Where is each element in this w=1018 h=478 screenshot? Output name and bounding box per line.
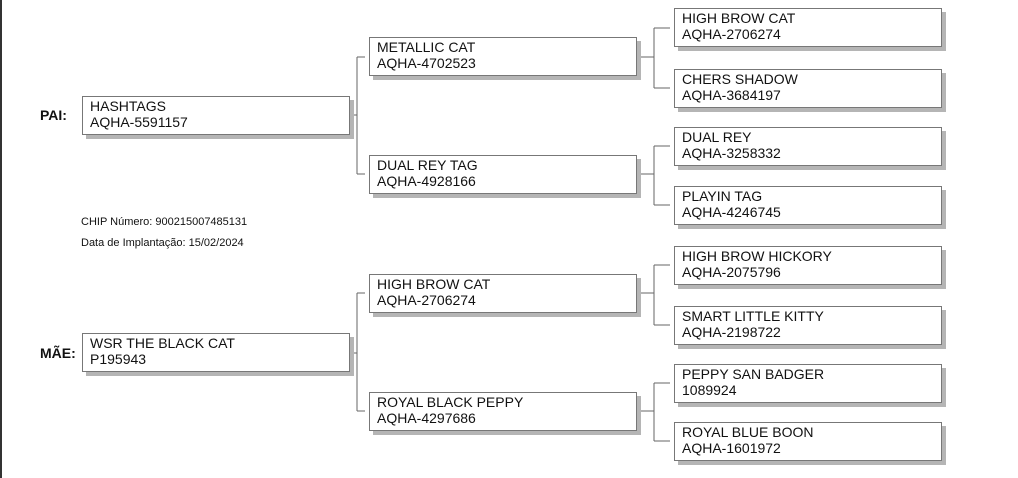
sire-sire-dam-box: CHERS SHADOW AQHA-3684197	[674, 69, 942, 108]
dam-sire-reg: AQHA-2706274	[377, 292, 476, 308]
dam-dam-reg: AQHA-4297686	[377, 410, 476, 426]
sire-sire-dam-reg: AQHA-3684197	[682, 87, 781, 103]
header-fragment: ...	[38, 0, 46, 2]
sire-name: HASHTAGS	[90, 98, 166, 114]
sire-label: PAI:	[40, 107, 67, 123]
dam-dam-sire-reg: 1089924	[682, 382, 737, 398]
sire-sire-sire-reg: AQHA-2706274	[682, 26, 781, 42]
sire-dam-sire-reg: AQHA-3258332	[682, 145, 781, 161]
dam-sire-name: HIGH BROW CAT	[377, 276, 491, 292]
chip-number: CHIP Número: 900215007485131	[81, 216, 248, 228]
dam-sire-sire-reg: AQHA-2075796	[682, 264, 781, 280]
sire-dam-dam-box: PLAYIN TAG AQHA-4246745	[674, 186, 942, 225]
dam-sire-dam-name: SMART LITTLE KITTY	[682, 308, 824, 324]
dam-dam-dam-name: ROYAL BLUE BOON	[682, 424, 814, 440]
dam-dam-name: ROYAL BLACK PEPPY	[377, 394, 524, 410]
dam-dam-sire-box: PEPPY SAN BADGER 1089924	[674, 364, 942, 403]
dam-dam-dam-reg: AQHA-1601972	[682, 440, 781, 456]
dam-name: WSR THE BLACK CAT	[90, 335, 235, 351]
dam-sire-dam-reg: AQHA-2198722	[682, 324, 781, 340]
sire-dam-sire-name: DUAL REY	[682, 129, 752, 145]
sire-sire-sire-box: HIGH BROW CAT AQHA-2706274	[674, 8, 942, 47]
dam-dam-sire-name: PEPPY SAN BADGER	[682, 366, 825, 382]
sire-sire-reg: AQHA-4702523	[377, 55, 476, 71]
sire-sire-name: METALLIC CAT	[377, 39, 476, 55]
dam-dam-dam-box: ROYAL BLUE BOON AQHA-1601972	[674, 422, 942, 461]
dam-label: MÃE:	[40, 345, 76, 361]
dam-dam-box: ROYAL BLACK PEPPY AQHA-4297686	[369, 392, 637, 431]
sire-sire-sire-name: HIGH BROW CAT	[682, 10, 796, 26]
dam-sire-sire-name: HIGH BROW HICKORY	[682, 248, 832, 264]
chip-implant-date: Data de Implantação: 15/02/2024	[81, 237, 244, 249]
sire-dam-name: DUAL REY TAG	[377, 157, 478, 173]
sire-box: HASHTAGS AQHA-5591157	[82, 96, 350, 135]
dam-sire-box: HIGH BROW CAT AQHA-2706274	[369, 274, 637, 313]
sire-sire-box: METALLIC CAT AQHA-4702523	[369, 37, 637, 76]
dam-sire-sire-box: HIGH BROW HICKORY AQHA-2075796	[674, 246, 942, 285]
sire-dam-sire-box: DUAL REY AQHA-3258332	[674, 127, 942, 166]
dam-sire-dam-box: SMART LITTLE KITTY AQHA-2198722	[674, 306, 942, 345]
sire-reg: AQHA-5591157	[90, 114, 188, 130]
dam-box: WSR THE BLACK CAT P195943	[82, 333, 350, 372]
sire-dam-dam-reg: AQHA-4246745	[682, 204, 781, 220]
sire-dam-box: DUAL REY TAG AQHA-4928166	[369, 155, 637, 194]
sire-dam-reg: AQHA-4928166	[377, 173, 476, 189]
dam-reg: P195943	[90, 351, 147, 367]
page-left-border	[0, 0, 2, 478]
sire-sire-dam-name: CHERS SHADOW	[682, 71, 798, 87]
sire-dam-dam-name: PLAYIN TAG	[682, 188, 763, 204]
